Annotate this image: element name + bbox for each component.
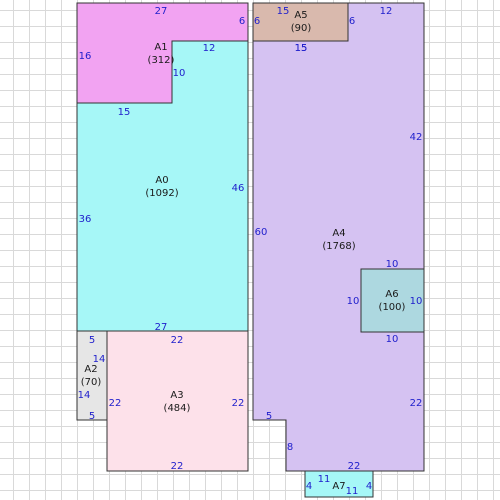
room-a2-name: A2 [84,364,97,375]
room-a1-dim: 16 [79,51,92,62]
room-a0-dim: 15 [118,107,131,118]
room-a2[interactable]: A2 (70) 5 14 14 5 [76,330,108,422]
room-a3-dim: 22 [171,461,184,472]
room-a1[interactable]: A1 (312) 27 6 12 10 16 [76,2,249,104]
room-a3-name: A3 [170,390,183,401]
room-a5-dim: 15 [277,6,290,17]
room-a0-area: (1092) [145,188,178,199]
room-a7-dim: 4 [366,481,372,492]
room-a3-area: (484) [164,403,191,414]
room-a4-area: (1768) [322,241,355,252]
room-a4-dim: 22 [348,461,361,472]
room-a7-name: A7 [332,481,345,492]
room-a7-dim: 11 [346,486,359,497]
room-a4-dim: 8 [287,442,293,453]
room-a4-dim: 22 [410,398,423,409]
room-a3[interactable]: A3 (484) 22 22 22 22 [106,330,249,472]
room-a2-area: (70) [81,377,102,388]
room-a4-dim: 12 [380,6,393,17]
room-a0-dim: 46 [232,183,245,194]
room-a6-dim: 10 [386,334,399,345]
room-a5-dim: 6 [349,16,355,27]
room-a2-dim: 5 [89,411,95,422]
room-a5-area: (90) [291,23,312,34]
room-a7[interactable]: A7 11 4 4 11 [304,470,374,498]
room-a6[interactable]: A6 (100) 10 10 10 10 [347,259,425,345]
room-a6-dim: 10 [410,296,423,307]
room-a2-dim: 5 [89,335,95,346]
room-a5[interactable]: A5 (90) 15 6 6 15 [252,2,355,54]
room-a6-area: (100) [379,302,406,313]
room-a0-name: A0 [155,175,168,186]
room-a1-dim: 6 [239,16,245,27]
room-a4-dim: 5 [266,411,272,422]
room-a3-dim: 22 [232,398,245,409]
room-a3-dim: 22 [171,335,184,346]
room-a1-area: (312) [148,55,175,66]
room-a7-dim: 4 [306,481,312,492]
room-a5-dim: 15 [295,43,308,54]
room-a4-dim: 15 [295,43,308,54]
room-a4-dim: 42 [410,132,423,143]
room-a1-dim: 27 [155,6,168,17]
room-a0-dim: 36 [79,214,92,225]
room-a2-dim: 14 [78,390,91,401]
room-a4-dim: 60 [255,227,268,238]
room-a0-dim: 27 [155,322,168,333]
room-a3-dim: 22 [109,398,122,409]
room-a1-name: A1 [154,42,167,53]
room-a4-name: A4 [332,228,345,239]
room-a6-dim: 10 [386,259,399,270]
room-a1-dim: 12 [203,43,216,54]
room-a2-dim: 14 [93,354,106,365]
room-a6-dim: 10 [347,296,360,307]
room-a5-dim: 6 [254,16,260,27]
room-a1-dim: 10 [173,68,186,79]
room-a7-dim: 11 [318,474,331,485]
room-a4[interactable]: A4 (1768) 12 42 60 22 22 8 5 15 6 [252,2,425,472]
room-a6-name: A6 [385,289,398,300]
room-a5-name: A5 [294,10,307,21]
